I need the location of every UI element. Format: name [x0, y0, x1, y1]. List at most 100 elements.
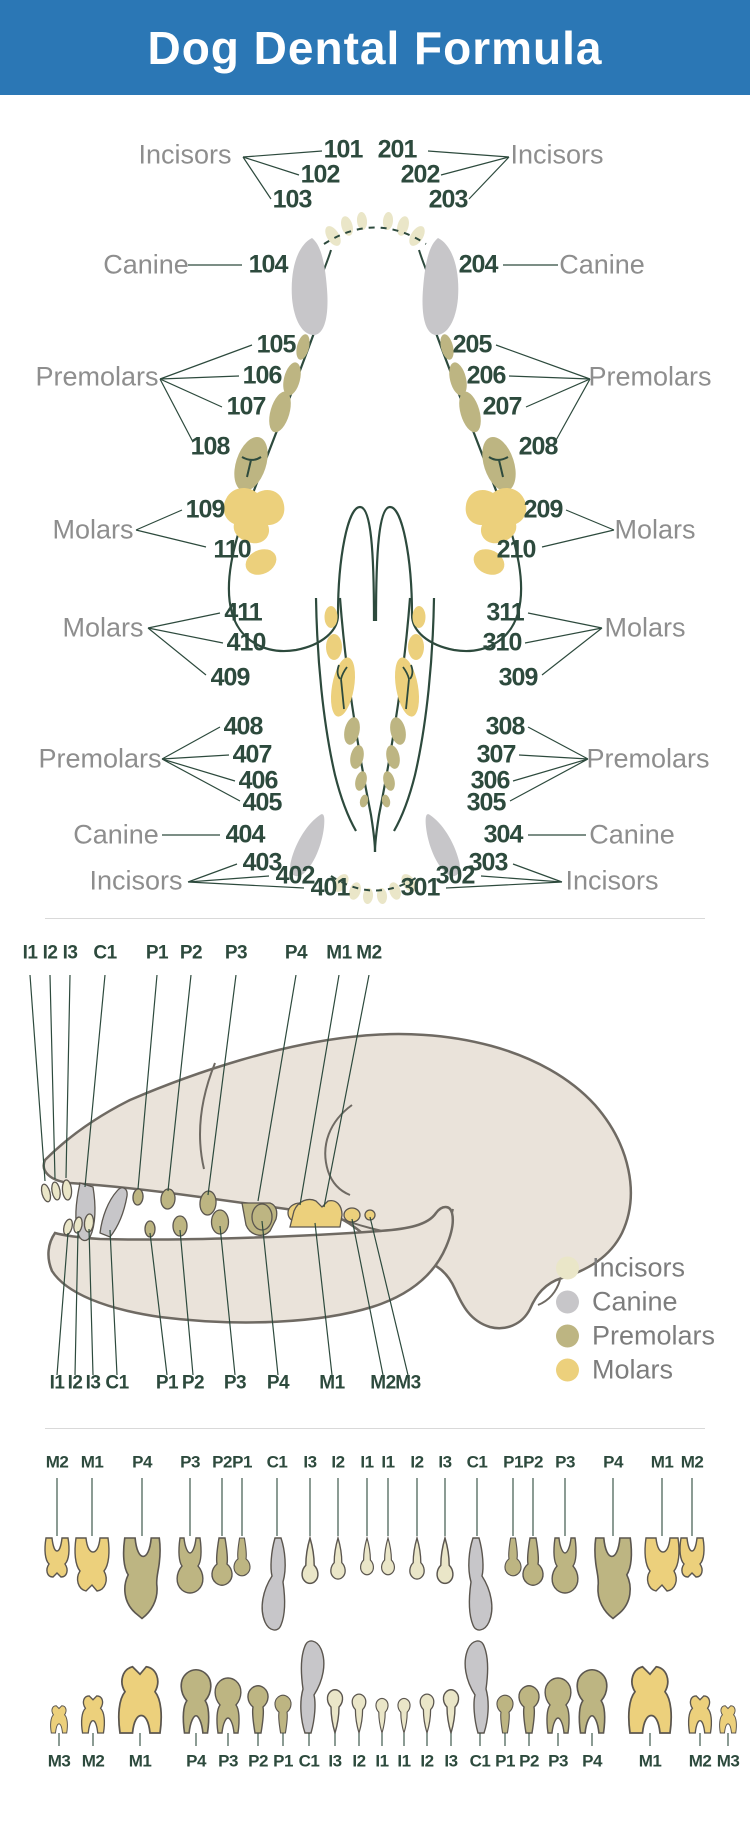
skull-upper-label-p3: P3	[224, 942, 248, 964]
chart-lower-label-18: P4	[582, 1751, 602, 1771]
skull-upper-label-i2: I2	[42, 942, 58, 964]
chart-upper-label-18: M1	[650, 1452, 674, 1472]
category-premolars-lower-left: Premolars	[38, 743, 162, 774]
tooth-number-410: 410	[226, 628, 267, 657]
skull-lower-label-m3: M3	[395, 1372, 421, 1394]
chart-lower-label-12: I2	[420, 1751, 434, 1771]
skull-upper-label-m2: M2	[356, 942, 382, 964]
tooth-number-307: 307	[476, 740, 517, 769]
upper-incisor-arc	[323, 226, 427, 245]
lower-premolar-teeth	[344, 717, 369, 808]
category-molars-lower-right: Molars	[604, 612, 686, 643]
tooth-number-405: 405	[242, 788, 283, 817]
incisors-color-dot	[556, 1256, 579, 1280]
chart-lower-label-7: C1	[298, 1751, 320, 1771]
chart-upper-label-6: C1	[266, 1452, 288, 1472]
tooth-number-102: 102	[300, 160, 341, 189]
chart-lower-label-6: P1	[273, 1751, 293, 1771]
tooth-number-404: 404	[225, 820, 266, 849]
tooth-number-103: 103	[272, 185, 313, 214]
skull-lower-label-m1: M1	[319, 1372, 345, 1394]
chart-lower-label-8: I3	[328, 1751, 342, 1771]
chart-upper-label-19: M2	[680, 1452, 704, 1472]
tooth-number-411: 411	[224, 598, 262, 627]
legend-item-canine: Canine	[556, 1286, 678, 1317]
skull-side-view-section: I1 I2 I3 C1 P1 P2 P3 P4 M1 M2	[0, 938, 750, 1428]
tooth-number-205: 205	[452, 330, 493, 359]
category-molars-lower-left: Molars	[62, 612, 144, 643]
chart-lower-label-14: C1	[469, 1751, 491, 1771]
legend-label-canine: Canine	[592, 1286, 678, 1317]
individual-teeth-illustration	[44, 1478, 737, 1746]
tooth-number-304: 304	[483, 820, 524, 849]
chart-upper-label-5: P1	[232, 1452, 252, 1472]
chart-lower-label-19: M1	[638, 1751, 662, 1771]
upper-incisor-teeth	[325, 212, 368, 246]
tooth-number-101: 101	[323, 135, 364, 164]
upper-molar-teeth	[223, 488, 285, 575]
tooth-number-105: 105	[256, 330, 297, 359]
chart-lower-label-21: M3	[716, 1751, 740, 1771]
tooth-number-302: 302	[435, 861, 476, 890]
molars-color-dot	[556, 1358, 579, 1382]
skull-illustration	[29, 975, 632, 1375]
skull-upper-label-m1: M1	[326, 942, 352, 964]
tooth-number-409: 409	[210, 663, 251, 692]
chart-lower-label-11: I1	[397, 1751, 411, 1771]
chart-upper-label-15: P2	[523, 1452, 543, 1472]
chart-upper-leader-lines	[56, 1478, 693, 1536]
category-canine-upper-left: Canine	[103, 249, 189, 280]
chart-lower-label-17: P3	[548, 1751, 568, 1771]
section-divider-2	[45, 1428, 705, 1429]
chart-upper-label-11: I2	[410, 1452, 424, 1472]
chart-lower-label-10: I1	[375, 1751, 389, 1771]
chart-lower-leader-lines	[58, 1733, 729, 1746]
skull-upper-label-i1: I1	[22, 942, 38, 964]
chart-lower-label-16: P2	[519, 1751, 539, 1771]
canine-color-dot	[556, 1290, 579, 1314]
jaw-top-view-section: Incisors Incisors Canine Canine Premolar…	[0, 95, 750, 918]
chart-upper-label-7: I3	[303, 1452, 317, 1472]
skull-upper-label-c1: C1	[93, 942, 117, 964]
skull-lower-label-p4: P4	[266, 1372, 290, 1394]
chart-upper-label-2: P4	[132, 1452, 152, 1472]
tooth-number-110: 110	[213, 535, 251, 564]
tooth-number-209: 209	[523, 495, 564, 524]
skull-mandible	[47, 1205, 454, 1324]
chart-upper-label-16: P3	[555, 1452, 575, 1472]
skull-lower-label-c1: C1	[105, 1372, 129, 1394]
individual-teeth-section: M2 M1 P4 P3 P2 P1 C1 I3 I2 I1 I1 I2 I3 C…	[0, 1445, 750, 1823]
tooth-number-311: 311	[486, 598, 524, 627]
category-molars-upper-left: Molars	[52, 514, 134, 545]
skull-lower-label-p1: P1	[155, 1372, 179, 1394]
skull-upper-label-i3: I3	[62, 942, 78, 964]
chart-lower-teeth-row	[50, 1640, 737, 1734]
chart-upper-label-13: C1	[466, 1452, 488, 1472]
tooth-number-308: 308	[485, 712, 526, 741]
tooth-number-407: 407	[232, 740, 273, 769]
chart-upper-teeth-row	[44, 1537, 705, 1631]
legend-label-premolars: Premolars	[592, 1320, 716, 1351]
category-canine-lower-left: Canine	[73, 819, 159, 850]
legend-item-molars: Molars	[556, 1356, 673, 1384]
chart-upper-label-0: M2	[45, 1452, 69, 1472]
skull-lower-teeth	[62, 1187, 376, 1238]
tooth-number-306: 306	[470, 766, 511, 795]
category-canine-upper-right: Canine	[559, 249, 645, 280]
tooth-number-109: 109	[185, 495, 226, 524]
chart-upper-label-10: I1	[381, 1452, 395, 1472]
chart-lower-label-13: I3	[444, 1751, 458, 1771]
category-incisors-upper-left: Incisors	[138, 139, 232, 170]
tooth-number-207: 207	[482, 392, 523, 421]
tooth-number-203: 203	[428, 185, 469, 214]
category-incisors-lower-left: Incisors	[89, 865, 183, 896]
chart-upper-label-4: P2	[212, 1452, 232, 1472]
skull-upper-label-p4: P4	[284, 942, 308, 964]
tooth-number-204: 204	[458, 250, 499, 279]
chart-upper-label-1: M1	[80, 1452, 104, 1472]
tooth-number-401: 401	[310, 873, 351, 902]
skull-lower-label-p3: P3	[223, 1372, 247, 1394]
skull-upper-label-p2: P2	[179, 942, 203, 964]
tooth-number-208: 208	[518, 432, 559, 461]
